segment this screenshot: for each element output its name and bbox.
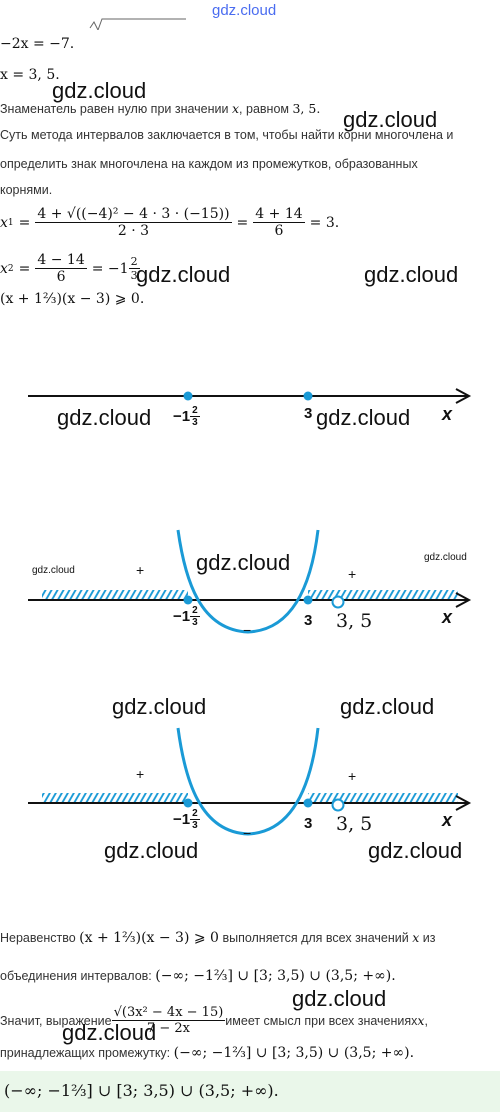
- sign-plus-right: +: [348, 768, 357, 784]
- watermark: gdz.cloud: [32, 565, 75, 576]
- watermark: gdz.cloud: [57, 405, 152, 430]
- number-line-3: [28, 727, 472, 836]
- equation-1: −2x = −7.: [0, 36, 75, 52]
- paragraph-method-line2: определить знак многочлена на каждом из …: [0, 157, 418, 171]
- tick-right-label: 3: [304, 815, 313, 832]
- tick-right-label: 3: [304, 405, 313, 422]
- conclusion-line1: Неравенство (x + 1⅔)(x − 3) ⩾ 0 выполняе…: [0, 930, 436, 946]
- watermark: gdz.cloud: [52, 78, 147, 103]
- watermark: gdz.cloud: [136, 262, 231, 287]
- conclusion-line2: объединения интервалов: (−∞; −1⅔] ∪ [3; …: [0, 968, 396, 984]
- equation-2: x = 3, 5.: [0, 67, 60, 83]
- number-line-2: [28, 529, 472, 634]
- watermark: gdz.cloud: [112, 694, 207, 719]
- watermark-top: gdz.cloud: [212, 2, 277, 19]
- watermark: gdz.cloud: [340, 694, 435, 719]
- watermark: gdz.cloud: [343, 107, 438, 132]
- conclusion-line3: Значит, выражение √(3x² − 4x − 15)7 − 2x…: [0, 1005, 428, 1036]
- axis-label-x: x: [442, 607, 453, 627]
- sign-curve: [176, 529, 320, 634]
- watermark: gdz.cloud: [292, 986, 387, 1011]
- inequality: (x + 1⅔)(x − 3) ⩾ 0.: [0, 291, 145, 307]
- excluded-point: [331, 595, 345, 609]
- watermark: gdz.cloud: [364, 262, 459, 287]
- tick-right-label: 3: [304, 612, 313, 629]
- point-left: [183, 391, 193, 401]
- excluded-point-label: 3, 5: [336, 813, 373, 835]
- sign-plus-left: +: [136, 766, 145, 782]
- paragraph-method-line3: корнями.: [0, 183, 53, 197]
- watermark: gdz.cloud: [62, 1020, 157, 1045]
- number-line-1: [28, 388, 472, 404]
- excluded-point-label: 3, 5: [336, 610, 373, 632]
- sign-plus-left: +: [136, 562, 145, 578]
- watermark: gdz.cloud: [196, 550, 291, 575]
- conclusion-line4: принадлежащих промежутку: (−∞; −1⅔] ∪ [3…: [0, 1045, 415, 1061]
- answer-box: (−∞; −1⅔] ∪ [3; 3,5) ∪ (3,5; +∞).: [0, 1071, 500, 1112]
- hatch-left: [42, 590, 188, 599]
- paragraph-denominator: Знаменатель равен нулю при значении x, р…: [0, 101, 321, 116]
- sign-minus: −: [243, 622, 252, 638]
- watermark: gdz.cloud: [368, 838, 463, 863]
- answer-text: (−∞; −1⅔] ∪ [3; 3,5) ∪ (3,5; +∞).: [4, 1081, 279, 1100]
- watermark: gdz.cloud: [104, 838, 199, 863]
- sign-minus: −: [243, 825, 252, 841]
- watermark: gdz.cloud: [424, 552, 467, 563]
- paragraph-method-line1: Суть метода интервалов заключается в том…: [0, 128, 454, 142]
- point-right: [303, 391, 313, 401]
- sign-plus-right: +: [348, 566, 357, 582]
- cropped-radical: [89, 18, 186, 30]
- axis-label-x: x: [442, 810, 453, 830]
- hatch-right: [308, 590, 458, 599]
- axis-label-x: x: [442, 404, 453, 424]
- watermark: gdz.cloud: [316, 405, 411, 430]
